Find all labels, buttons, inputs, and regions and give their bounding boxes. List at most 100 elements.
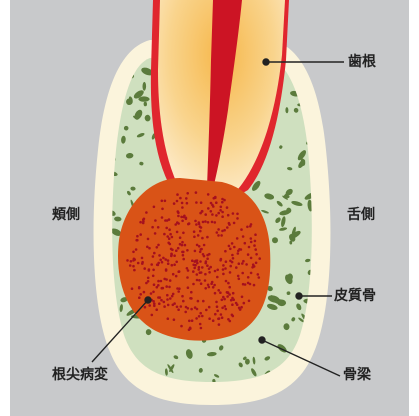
lesion-dot [153, 305, 156, 308]
lesion-dot [154, 232, 157, 235]
lesion-dot [210, 210, 213, 213]
lesion-dot [176, 200, 179, 203]
lesion-dot [186, 276, 189, 279]
lesion-dot [216, 231, 219, 234]
lesion-dot [158, 302, 161, 305]
lesion-dot [198, 279, 201, 282]
lesion-dot [191, 319, 194, 322]
lesion-dot [171, 236, 174, 239]
lesion-dot [132, 259, 135, 262]
lesion-dot [200, 201, 203, 204]
lesion-dot [132, 265, 135, 268]
lesion-dot [232, 257, 235, 260]
lesion-dot [144, 306, 147, 309]
lesion-dot [220, 234, 223, 237]
lesion-dot [226, 226, 229, 229]
lesion-dot [205, 309, 208, 312]
lesion-dot [242, 283, 245, 286]
lesion-dot [257, 273, 260, 276]
lesion-dot [226, 292, 229, 295]
lesion-dot [141, 261, 144, 264]
lesion-dot [219, 291, 222, 294]
lesion-dot [175, 249, 178, 252]
lesion-dot [167, 262, 170, 265]
lesion-dot [186, 267, 189, 270]
lesion-dot [253, 244, 256, 247]
lesion-dot [241, 272, 244, 275]
lesion-dot [199, 251, 202, 254]
lesion-dot [131, 287, 134, 290]
lesion-dot [193, 236, 196, 239]
lesion-dot [147, 280, 150, 283]
lesion-dot [133, 269, 136, 272]
lesion-dot [208, 317, 211, 320]
lesion-dot [224, 305, 227, 308]
lesion-dot [153, 206, 156, 209]
lesion-dot [232, 292, 235, 295]
lesion-dot [181, 295, 184, 298]
lesion-dot [199, 212, 202, 215]
lesion-dot [157, 296, 160, 299]
lesion-dot [208, 306, 211, 309]
lesion-dot [233, 246, 236, 249]
lesion-dot [225, 308, 228, 311]
lesion-dot [165, 227, 168, 230]
lesion-dot [218, 323, 221, 326]
lesion-dot [181, 202, 184, 205]
lesion-dot [166, 298, 169, 301]
lesion-dot [189, 327, 192, 330]
lesion-dot [182, 251, 185, 254]
lesion-dot [222, 264, 225, 267]
lesion-dot [176, 231, 179, 234]
lesion-dot [157, 264, 160, 267]
lesion-dot [221, 299, 224, 302]
lesion-dot [244, 242, 247, 245]
lesion-dot [151, 314, 154, 317]
lesion-dot [176, 287, 179, 290]
lesion-dot [184, 311, 187, 314]
lesion-dot [160, 299, 163, 302]
lesion-dot [157, 226, 160, 229]
label-cortical-bone: 皮質骨 [334, 287, 376, 305]
lesion-dot [192, 270, 195, 273]
lesion-dot [258, 276, 261, 279]
lesion-dot [138, 296, 141, 299]
lesion-dot [212, 319, 215, 322]
lesion-dot [232, 212, 235, 215]
lesion-dot [204, 213, 207, 216]
lesion-dot [242, 235, 245, 238]
lesion-dot [175, 275, 178, 278]
lesion-dot [198, 315, 201, 318]
lesion-dot [195, 223, 198, 226]
lesion-dot [163, 233, 166, 236]
lesion-dot [191, 259, 194, 262]
lesion-dot [185, 306, 188, 309]
lesion-dot [199, 230, 202, 233]
lesion-dot [152, 291, 155, 294]
periapical-lesion [118, 178, 270, 341]
lesion-dot [242, 260, 245, 263]
lesion-dot [201, 315, 204, 318]
lesion-dot [164, 200, 167, 203]
lesion-dot [232, 298, 235, 301]
lesion-dot [180, 325, 183, 328]
lesion-dot [220, 206, 223, 209]
lesion-dot [136, 239, 139, 242]
lesion-dot [164, 258, 167, 261]
lesion-dot [171, 264, 174, 267]
lesion-dot [160, 280, 163, 283]
lesion-dot [186, 192, 189, 195]
lesion-dot [146, 246, 149, 249]
lesion-dot [186, 249, 189, 252]
lesion-dot [187, 286, 190, 289]
lesion-dot [190, 291, 193, 294]
lesion-dot [245, 263, 248, 266]
lesion-dot [198, 245, 201, 248]
lesion-dot [212, 286, 215, 289]
lesion-dot [202, 221, 205, 224]
lesion-dot [168, 237, 171, 240]
lesion-dot [226, 206, 229, 209]
lesion-dot [194, 260, 197, 263]
lesion-dot [164, 219, 167, 222]
lesion-dot [224, 267, 227, 270]
